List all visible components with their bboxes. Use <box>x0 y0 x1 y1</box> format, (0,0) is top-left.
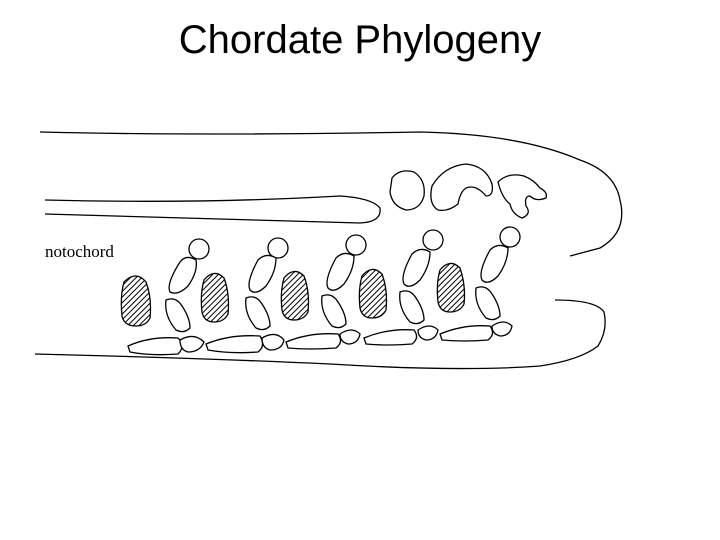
bottom-bones <box>127 321 513 356</box>
head-bone-3 <box>497 174 548 219</box>
vertebra-top-5 <box>499 226 521 248</box>
body-outline-bottom <box>34 299 606 370</box>
vertebra-top-3 <box>345 234 367 256</box>
body-outline-top <box>39 131 623 257</box>
notochord-outline <box>44 195 381 224</box>
vertebra-top-2 <box>267 237 289 259</box>
vertebra-tops <box>188 226 521 260</box>
notochord-segment-5 <box>436 262 466 313</box>
slide-title: Chordate Phylogeny <box>178 18 542 62</box>
notochord-label: notochord <box>45 242 114 261</box>
notochord-segment-1 <box>120 275 152 327</box>
notochord-segment-4 <box>358 268 388 319</box>
vertebra-top-1 <box>188 238 210 260</box>
vertebra-top-4 <box>422 229 444 251</box>
head-bone-2 <box>430 163 494 212</box>
upper-arches <box>168 244 509 294</box>
notochord-segment-3 <box>280 270 310 321</box>
notochord-segment-2 <box>200 272 230 323</box>
head-bone-1 <box>389 170 425 211</box>
lower-arches <box>165 286 501 333</box>
